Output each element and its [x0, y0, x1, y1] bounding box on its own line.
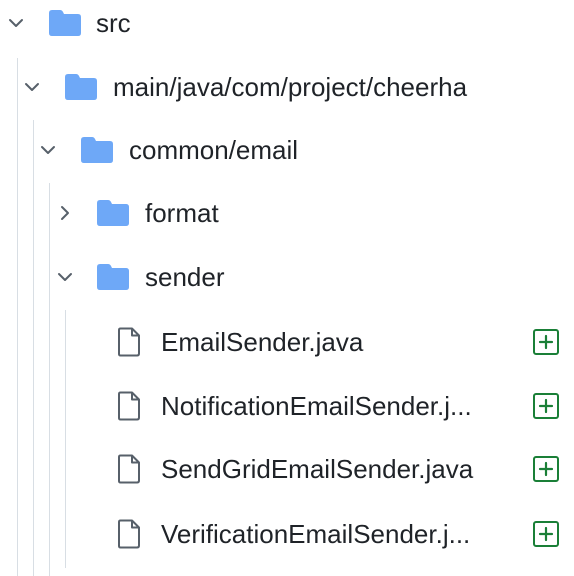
tree-indent-guide — [33, 120, 34, 576]
added-status-icon — [533, 329, 559, 355]
tree-item-format[interactable]: format — [0, 185, 574, 241]
tree-item-main-java-com-project-cheerha[interactable]: main/java/com/project/cheerha — [0, 59, 574, 115]
chevron-down-icon[interactable] — [7, 14, 25, 32]
tree-item-label: NotificationEmailSender.j... — [161, 391, 472, 421]
added-status-icon — [533, 393, 559, 419]
file-icon — [118, 327, 140, 357]
file-icon — [118, 454, 140, 484]
chevron-down-icon[interactable] — [23, 78, 41, 96]
chevron-down-icon[interactable] — [39, 141, 57, 159]
folder-icon — [97, 264, 129, 290]
tree-item-common-email[interactable]: common/email — [0, 122, 574, 178]
chevron-right-icon[interactable] — [56, 204, 74, 222]
tree-item-sender[interactable]: sender — [0, 249, 574, 305]
tree-indent-guide — [49, 183, 50, 576]
added-status-icon — [533, 456, 559, 482]
tree-indent-guide — [17, 58, 18, 576]
folder-icon — [97, 200, 129, 226]
file-icon — [118, 519, 140, 549]
folder-icon — [65, 74, 97, 100]
tree-file-sendgrid-email-sender[interactable]: SendGridEmailSender.java — [0, 441, 574, 497]
tree-item-label: sender — [145, 262, 225, 292]
tree-item-label: VerificationEmailSender.j... — [161, 519, 471, 549]
added-status-icon — [533, 521, 559, 547]
folder-icon — [81, 137, 113, 163]
tree-item-label: EmailSender.java — [161, 327, 364, 357]
folder-icon — [49, 10, 81, 36]
tree-file-email-sender[interactable]: EmailSender.java — [0, 314, 574, 370]
tree-file-verification-email-sender[interactable]: VerificationEmailSender.j... — [0, 506, 574, 562]
file-icon — [118, 391, 140, 421]
tree-item-label: SendGridEmailSender.java — [161, 454, 474, 484]
tree-item-label: main/java/com/project/cheerha — [113, 72, 468, 102]
tree-indent-guide — [65, 310, 66, 568]
tree-item-label: src — [96, 8, 131, 38]
chevron-down-icon[interactable] — [56, 268, 74, 286]
tree-item-label: format — [145, 198, 219, 228]
tree-item-src[interactable]: src — [0, 0, 574, 51]
tree-item-label: common/email — [129, 135, 299, 165]
tree-file-notification-email-sender[interactable]: NotificationEmailSender.j... — [0, 378, 574, 434]
